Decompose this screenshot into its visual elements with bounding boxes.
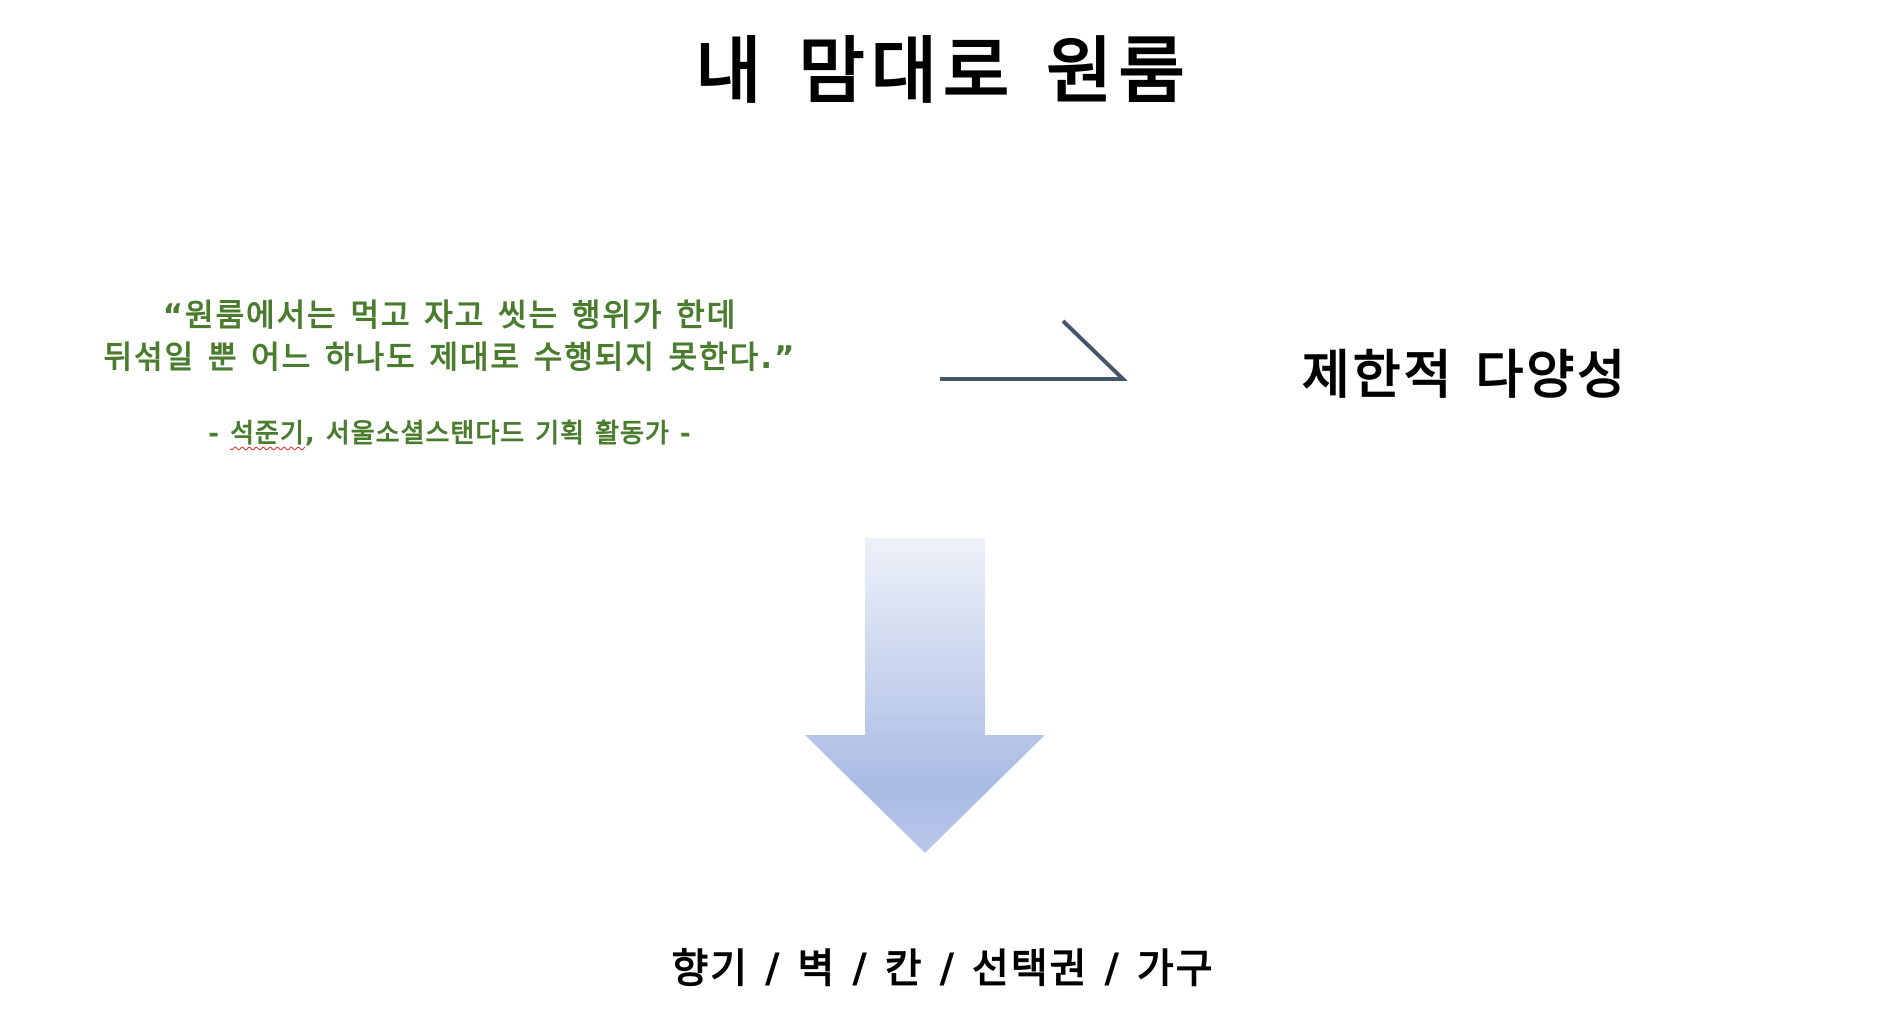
quote-line-2: 뒤섞일 뿐 어느 하나도 제대로 수행되지 못한다.”	[103, 340, 797, 376]
slide-title: 내 맘대로 원룸	[695, 29, 1191, 113]
quote-author: - 석준기, 서울소셜스탠다드 기획 활동가 -	[70, 417, 830, 451]
keyword-limited-diversity: 제한적 다양성	[1301, 346, 1629, 406]
gradient-down-arrow-icon	[805, 538, 1045, 853]
quote-line-1: “원룸에서는 먹고 자고 씻는 행위가 한데	[162, 298, 738, 334]
quote-block: “원룸에서는 먹고 자고 씻는 행위가 한데 뒤섞일 뿐 어느 하나도 제대로 …	[70, 295, 830, 451]
quote-author-name: 석준기	[230, 419, 305, 449]
room-elements-list: 향기 / 벽 / 칸 / 선택권 / 가구	[671, 946, 1215, 992]
quote-author-suffix: , 서울소셜스탠다드 기획 활동가 -	[304, 419, 692, 449]
quote-author-prefix: -	[208, 419, 231, 449]
bent-arrow-right-icon	[940, 319, 1128, 381]
